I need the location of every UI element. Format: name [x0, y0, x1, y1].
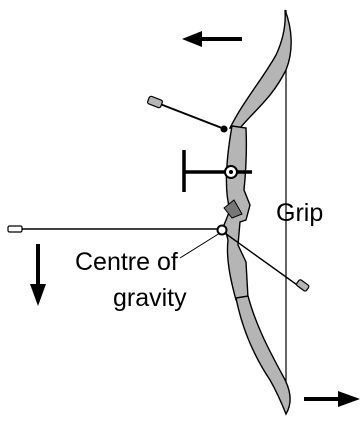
- centre-of-gravity-label-line1: Centre of: [75, 248, 178, 276]
- arrow-down-icon: [30, 244, 46, 306]
- centre-of-gravity-leader: [179, 232, 221, 259]
- upper-limb: [228, 9, 292, 129]
- arrow-right-icon: [304, 391, 360, 407]
- lower-rod-weight: [295, 279, 310, 292]
- long-rod-end: [7, 225, 23, 233]
- sight-mount-center: [229, 170, 233, 174]
- arrow-rest: [223, 199, 243, 219]
- upper-rod-weight: [147, 95, 163, 109]
- centre-of-gravity-marker: [216, 224, 228, 236]
- grip-label: Grip: [276, 199, 323, 227]
- centre-of-gravity-label-line2: gravity: [113, 284, 187, 312]
- upper-rod-mount: [220, 125, 228, 133]
- upper-stabiliser-rod: [159, 103, 223, 129]
- lower-limb: [235, 295, 291, 416]
- lower-stabiliser-rod: [221, 230, 301, 288]
- arrow-left-icon: [182, 31, 242, 47]
